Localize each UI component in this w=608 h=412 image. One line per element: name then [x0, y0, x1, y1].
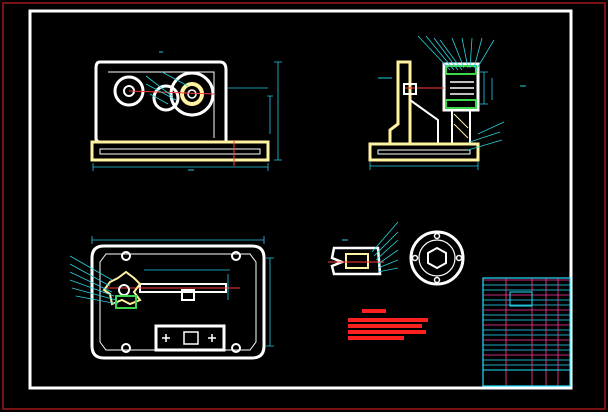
front-leaders	[145, 71, 189, 105]
title-block-bottom-row	[482, 369, 571, 387]
detail-leaders	[342, 221, 399, 273]
front-dimensions	[92, 51, 282, 171]
side-bearing-cap-top	[445, 65, 477, 75]
title-block-name-cell	[509, 291, 533, 307]
flange-bolt-hole-icon	[433, 276, 441, 284]
side-base-slot	[377, 149, 471, 155]
mount-hole-icon	[121, 251, 131, 261]
title-block[interactable]	[482, 277, 571, 387]
detail-part-round[interactable]	[409, 230, 465, 286]
notes-line	[348, 336, 404, 340]
front-housing-outline	[94, 60, 228, 144]
side-dimensions	[369, 71, 526, 170]
side-bearing-housing	[442, 62, 480, 112]
notes-line	[348, 324, 422, 328]
front-base-plate	[90, 140, 270, 162]
top-worm-gear-icon	[102, 270, 142, 306]
flange-bolt-hole-icon	[433, 232, 441, 240]
front-base-slot	[99, 148, 261, 155]
flange-bolt-hole-icon	[455, 254, 463, 262]
worm-wheel-hub-icon	[180, 82, 204, 106]
title-block-rows	[483, 278, 570, 386]
side-lower-column-hatch	[453, 113, 469, 139]
detail-bracket-bore	[345, 253, 369, 269]
side-support-column	[388, 60, 412, 146]
top-view[interactable]	[69, 236, 274, 360]
front-view[interactable]	[90, 51, 282, 171]
mount-hole-icon	[121, 343, 131, 353]
mount-hole-icon	[231, 251, 241, 261]
small-gear-icon	[152, 84, 180, 112]
drawing-frame	[28, 9, 573, 390]
top-motor-block	[154, 324, 226, 352]
top-inner-frame	[99, 253, 257, 351]
flange-bolt-hole-icon	[411, 254, 419, 262]
side-rib	[409, 99, 439, 144]
side-lower-column	[451, 110, 471, 144]
motor-bolt-icon	[162, 334, 170, 342]
mount-hole-icon	[231, 343, 241, 353]
worm-wheel-bore-icon	[187, 89, 197, 99]
top-motor-inner	[183, 331, 199, 345]
notes-line	[348, 318, 428, 322]
notes-heading	[362, 309, 386, 313]
round-flange-ring-icon	[418, 239, 456, 277]
technical-notes	[348, 309, 428, 340]
top-bearing-right	[181, 289, 195, 301]
side-shaft-collar	[403, 83, 417, 95]
side-leaders	[417, 35, 505, 151]
top-outer-frame	[90, 244, 266, 360]
center-shaft-line	[128, 90, 215, 95]
side-bearing-cap-bottom	[445, 99, 477, 109]
side-view[interactable]	[368, 35, 526, 170]
detail-bracket-outline	[330, 246, 382, 276]
top-dimensions	[91, 236, 274, 347]
top-bearing-left	[115, 295, 137, 309]
notes-line	[348, 330, 426, 334]
top-leaders	[69, 255, 119, 305]
round-flange-hex-icon	[427, 246, 447, 270]
side-base-plate	[368, 142, 480, 162]
detail-part-side[interactable]	[328, 221, 399, 276]
front-housing-inner	[108, 71, 215, 138]
top-worm-gear-hub-icon	[118, 284, 130, 296]
motor-bolt-icon	[208, 334, 216, 342]
side-housing-stripes	[450, 81, 474, 95]
round-flange-outer-icon	[409, 230, 465, 286]
